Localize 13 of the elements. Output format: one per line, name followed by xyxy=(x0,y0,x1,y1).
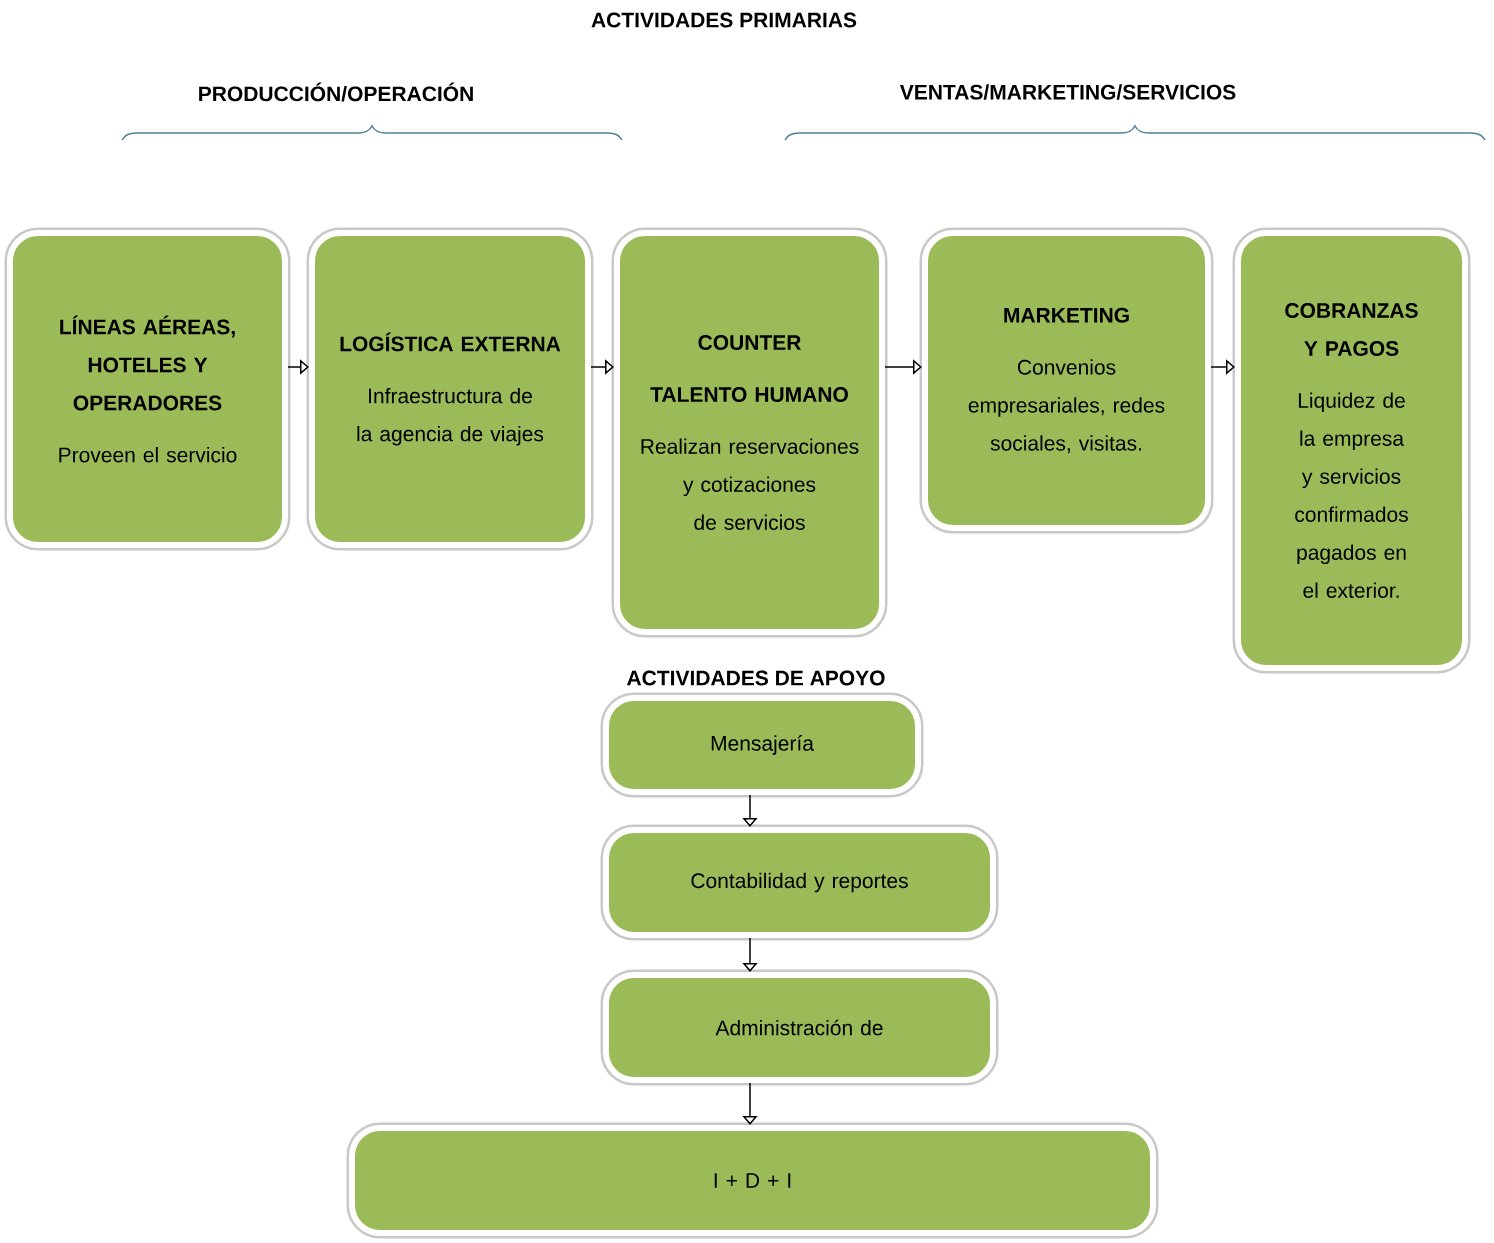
section-heading: PRODUCCIÓN/OPERACIÓN xyxy=(199,82,473,102)
activity-box: LOGÍSTICA EXTERNA Infraestructura de la agencia de viajes xyxy=(306,227,594,551)
section-heading: VENTAS/MARKETING/SERVICIOS xyxy=(899,84,1236,100)
activity-box: COUNTER TALENTO HUMANO Realizan reservaciones y cotizaciones de servicios xyxy=(611,227,888,638)
activity-box: Contabilidad y reportes xyxy=(600,824,999,941)
activity-box: COBRANZAS Y PAGOS Liquidez de la empresa y servicios confirmados pagados en el exterior. xyxy=(1232,227,1471,674)
activity-box: Administración de xyxy=(600,969,999,1086)
section-heading: ACTIVIDADES DE APOYO xyxy=(627,670,885,686)
activity-box: I + D + I xyxy=(346,1122,1159,1239)
activity-box: Mensajería xyxy=(600,692,924,798)
title: ACTIVIDADES PRIMARIAS xyxy=(591,12,857,28)
activity-box: MARKETING Convenios empresariales, redes sociales, visitas. xyxy=(919,227,1214,534)
activity-box: LÍNEAS AÉREAS, HOTELES Y OPERADORES Proveen el servicio xyxy=(4,227,291,551)
